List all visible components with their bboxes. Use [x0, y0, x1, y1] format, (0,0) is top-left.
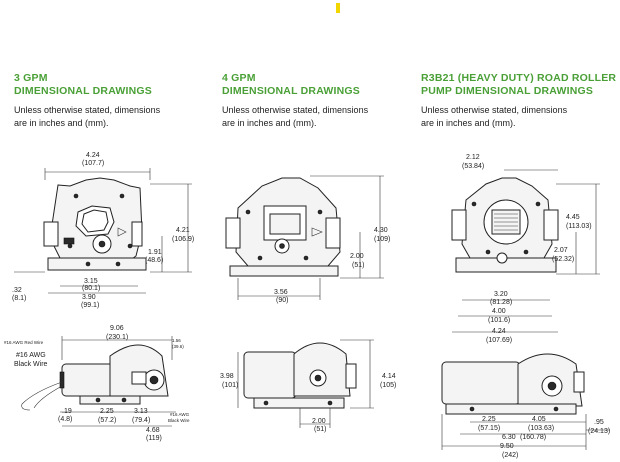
dim-label: (4.8)	[58, 416, 72, 423]
dim-label: 9.06	[110, 325, 124, 332]
dim-label: .32	[12, 287, 22, 294]
units-note-line2: are in inches and (mm).	[421, 118, 516, 128]
pump-3gpm-side-drawing	[21, 344, 169, 411]
dim-label: 4.68	[146, 427, 160, 434]
dim-label: (57.2)	[98, 417, 116, 424]
dim-label: 4.21	[176, 227, 190, 234]
dim-label: (99.1)	[81, 302, 99, 309]
dim-label: 1.91	[148, 249, 162, 256]
dim-label: 4.00	[492, 308, 506, 315]
dim-label: (113.03)	[566, 223, 592, 230]
pump-4gpm-side-drawing	[243, 342, 357, 409]
dim-label: (160.78)	[520, 434, 546, 441]
pump-3gpm-side-dimensions: 9.06 (230.1) 1.56 (39.6) #16 AWG Red Wir…	[4, 325, 190, 442]
dim-label: 1.56	[172, 338, 181, 343]
dim-label: 3.15	[84, 278, 98, 285]
dim-label: .95	[594, 419, 604, 426]
pump-3gpm-front-drawing	[43, 177, 147, 271]
dim-label: 4.45	[566, 214, 580, 221]
wire-label: #16 AWG	[170, 412, 190, 417]
dim-label: 3.20	[494, 291, 508, 298]
units-note-line1: Unless otherwise stated, dimensions	[14, 105, 161, 115]
dim-label: 4.24	[492, 328, 506, 335]
dim-label: (105)	[380, 382, 396, 389]
dim-label: (52.32)	[552, 256, 574, 263]
dim-label: 9.50	[500, 443, 514, 450]
dim-label: (51)	[314, 426, 326, 433]
yellow-marker	[336, 3, 340, 13]
pump-r3b21-side-drawing	[441, 353, 585, 415]
pump-4gpm-front-drawing	[225, 177, 341, 277]
units-note-line1: Unless otherwise stated, dimensions	[222, 105, 369, 115]
dim-label: (106.9)	[172, 236, 194, 243]
units-note-line2: are in inches and (mm).	[14, 118, 109, 128]
dim-label: (101.6)	[488, 317, 510, 324]
dim-label: 4.05	[532, 416, 546, 423]
pump-4gpm-front-dimensions: 4.30 (109) 2.00 (51) 3.56 (90)	[237, 175, 390, 304]
dim-label: (242)	[502, 452, 518, 459]
wire-label: #16 AWG	[16, 352, 46, 359]
dim-label: 3.56	[274, 289, 288, 296]
dim-label: (230.1)	[106, 334, 128, 341]
dim-label: (39.6)	[172, 344, 184, 349]
dim-label: (107.7)	[82, 160, 104, 167]
dim-label: (24.13)	[588, 428, 610, 435]
dim-label: 4.24	[86, 152, 100, 159]
pump-r3b21-front-drawing	[451, 177, 559, 273]
dim-label: (81.28)	[490, 299, 512, 306]
section-title-line1: 3 GPM	[14, 72, 48, 84]
pump-4gpm-side-dimensions: 3.98 (101) 4.14 (105) 2.00 (51)	[220, 339, 396, 433]
pump-r3b21-front-dimensions: 2.12 (53.84) 4.45 (113.03) 2.07 (52.32) …	[452, 154, 600, 344]
dim-label: (90)	[276, 297, 288, 304]
dim-label: (8.1)	[12, 295, 26, 302]
dim-label: (101)	[222, 382, 238, 389]
dim-label: (79.4)	[132, 417, 150, 424]
dim-label: .19	[62, 408, 72, 415]
dim-label: 2.25	[100, 408, 114, 415]
pump-3gpm-front-dimensions: 4.24 (107.7) 4.21 (106.9) 1.91 (48.6) .3…	[12, 152, 194, 309]
wire-label: Black Wire	[14, 361, 48, 368]
dim-label: 3.90	[82, 294, 96, 301]
dim-label: (51)	[352, 262, 364, 269]
dim-label: 2.00	[312, 418, 326, 425]
dim-label: 4.30	[374, 227, 388, 234]
dim-label: (57.15)	[478, 425, 500, 432]
dim-label: (80.1)	[82, 285, 100, 292]
dim-label: (109)	[374, 236, 390, 243]
dim-label: 2.07	[554, 247, 568, 254]
dim-label: 2.25	[482, 416, 496, 423]
section-title-line2: DIMENSIONAL DRAWINGS	[222, 85, 360, 97]
dim-label: 3.98	[220, 373, 234, 380]
wire-label: #16 AWG Red Wire	[4, 340, 44, 345]
section-r3b21-header: R3B21 (HEAVY DUTY) ROAD ROLLER PUMP DIME…	[421, 72, 616, 130]
wire-label: Black Wire	[168, 418, 190, 423]
section-title-line1: 4 GPM	[222, 72, 256, 84]
units-note-line1: Unless otherwise stated, dimensions	[421, 105, 568, 115]
section-3gpm-header: 3 GPM DIMENSIONAL DRAWINGS Unless otherw…	[14, 72, 160, 130]
section-4gpm-header: 4 GPM DIMENSIONAL DRAWINGS Unless otherw…	[222, 72, 368, 130]
dim-label: 3.13	[134, 408, 148, 415]
dim-label: 2.00	[350, 253, 364, 260]
dim-label: (103.63)	[528, 425, 554, 432]
dim-label: (119)	[146, 435, 162, 442]
dim-label: 6.30	[502, 434, 516, 441]
section-title-line1: R3B21 (HEAVY DUTY) ROAD ROLLER	[421, 72, 617, 84]
pump-r3b21-side-dimensions: 2.25 (57.15) 4.05 (103.63) 6.30 (160.78)…	[441, 414, 610, 459]
dim-label: 4.14	[382, 373, 396, 380]
dim-label: (107.69)	[486, 337, 512, 344]
dim-label: (53.84)	[462, 163, 484, 170]
section-title-line2: PUMP DIMENSIONAL DRAWINGS	[421, 85, 594, 97]
dim-label: 2.12	[466, 154, 480, 161]
dim-label: (48.6)	[145, 257, 163, 264]
section-title-line2: DIMENSIONAL DRAWINGS	[14, 85, 152, 97]
units-note-line2: are in inches and (mm).	[222, 118, 317, 128]
